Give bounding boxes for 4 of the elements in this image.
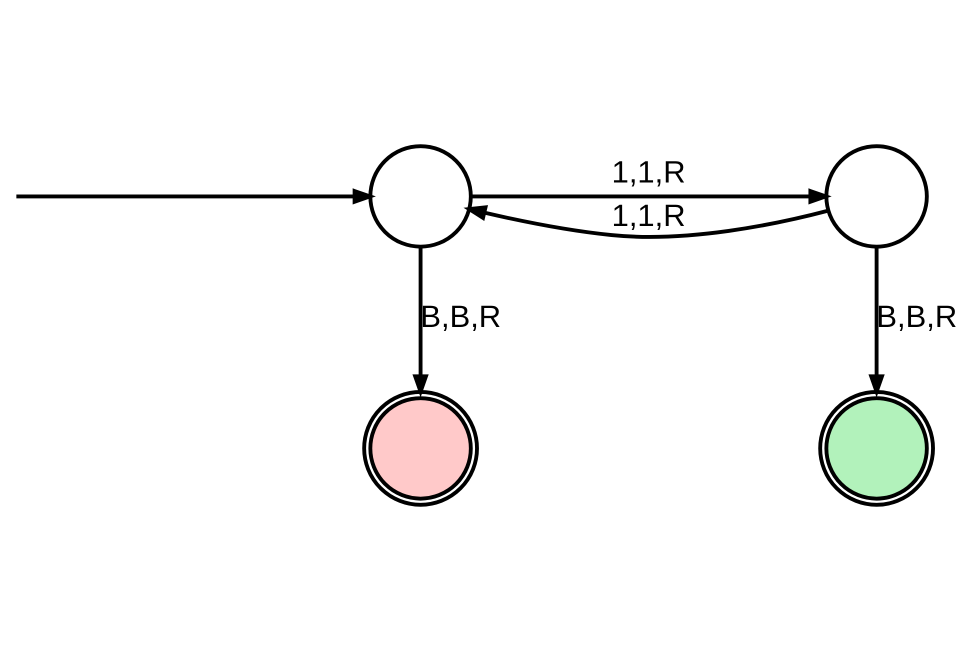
edge-label: 1,1,R	[612, 198, 686, 233]
edge-label: B,B,R	[876, 299, 958, 334]
edge-label: B,B,R	[420, 299, 502, 334]
edge-label: 1,1,R	[612, 154, 686, 190]
